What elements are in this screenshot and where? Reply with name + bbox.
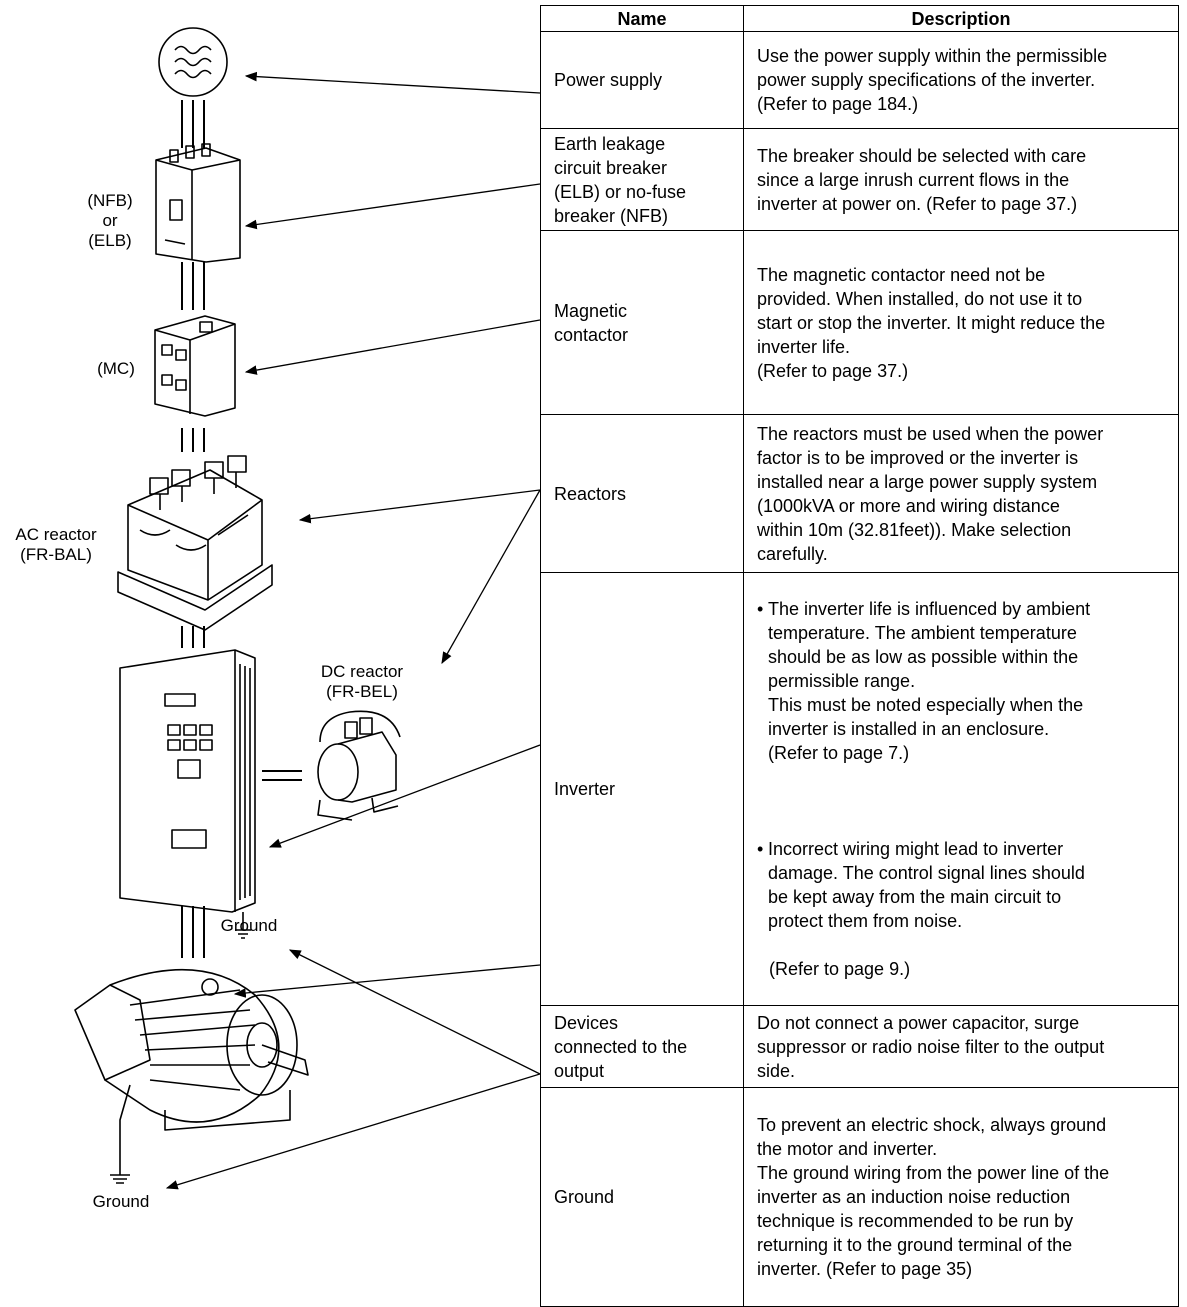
component-name: Inverter — [540, 572, 744, 1006]
column-header-name: Name — [540, 5, 744, 32]
component-description: • The inverter life is influenced by amb… — [743, 572, 1179, 1006]
bullet-item: • Incorrect wiring might lead to inverte… — [757, 837, 1168, 933]
contactor-label: (MC) — [97, 359, 135, 378]
bullet-item: • The inverter life is influenced by amb… — [757, 597, 1168, 765]
motor-icon — [74, 968, 309, 1184]
inverter-ground-label: Ground — [220, 916, 278, 935]
pointer-arrows — [165, 71, 540, 1190]
bullet-icon: • — [757, 599, 764, 619]
inverter-icon — [119, 649, 256, 939]
component-description: The breaker should be selected with care… — [743, 128, 1179, 231]
component-name: Magnetic contactor — [540, 230, 744, 415]
table-row: Magnetic contactor The magnetic contacto… — [540, 230, 1179, 415]
ac-reactor-label: AC reactor (FR-BAL) — [15, 525, 97, 564]
column-header-description: Description — [743, 5, 1179, 32]
table-row: Power supply Use the power supply within… — [540, 31, 1179, 129]
dc-reactor-icon — [317, 710, 401, 821]
contactor-icon — [154, 315, 236, 417]
component-name: Devices connected to the output — [540, 1005, 744, 1088]
component-description: Use the power supply within the permissi… — [743, 31, 1179, 129]
breaker-label: (NFB) or (ELB) — [87, 191, 133, 250]
dc-reactor-label: DC reactor (FR-BEL) — [320, 662, 404, 701]
component-description: The magnetic contactor need not be provi… — [743, 230, 1179, 415]
table-header-row: Name Description — [540, 5, 1179, 32]
breaker-icon — [155, 143, 241, 263]
bullet-text: The inverter life is influenced by ambie… — [768, 599, 1091, 763]
ac-reactor-icon — [117, 455, 273, 631]
table-row: Devices connected to the output Do not c… — [540, 1005, 1179, 1088]
component-name: Ground — [540, 1087, 744, 1307]
component-description: The reactors must be used when the power… — [743, 414, 1179, 573]
table-row: Reactors The reactors must be used when … — [540, 414, 1179, 573]
component-description: To prevent an electric shock, always gro… — [743, 1087, 1179, 1307]
component-description-table: Name Description Power supply Use the po… — [540, 5, 1179, 1307]
table-row: Earth leakage circuit breaker (ELB) or n… — [540, 128, 1179, 231]
table-row: Ground To prevent an electric shock, alw… — [540, 1087, 1179, 1307]
component-description: Do not connect a power capacitor, surge … — [743, 1005, 1179, 1088]
motor-ground-label: Ground — [92, 1192, 150, 1211]
component-name: Reactors — [540, 414, 744, 573]
bullet-icon: • — [757, 839, 764, 859]
component-name: Power supply — [540, 31, 744, 129]
wiring-diagram — [74, 27, 540, 1190]
power-supply-icon — [158, 27, 228, 97]
bullet-reference: (Refer to page 9.) — [769, 959, 911, 979]
table-row: Inverter • The inverter life is influenc… — [540, 572, 1179, 1006]
component-name: Earth leakage circuit breaker (ELB) or n… — [540, 128, 744, 231]
bullet-text: Incorrect wiring might lead to inverter … — [768, 839, 1085, 931]
